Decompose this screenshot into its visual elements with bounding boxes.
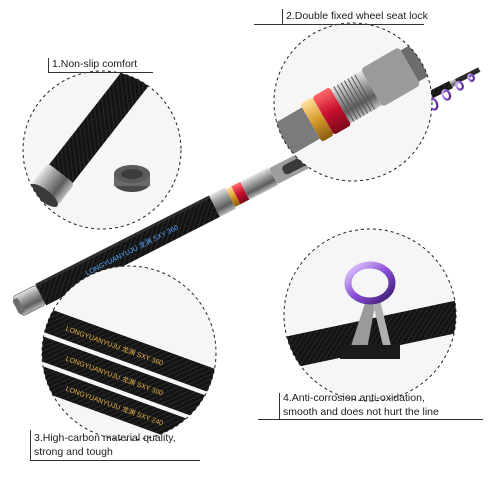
callout-carbon-line1: 3.High-carbon material quality,	[34, 432, 176, 444]
callout-non-slip: 1.Non-slip comfort	[52, 58, 138, 70]
callout-1-marker	[48, 58, 49, 73]
callout-4-line	[258, 419, 483, 420]
callout-1-line	[48, 72, 153, 73]
detail-line-guide	[283, 228, 457, 402]
callout-2-line	[254, 24, 424, 25]
callout-carbon-line2: strong and tough	[34, 446, 113, 458]
callout-4-marker	[279, 393, 280, 420]
callout-anti-corrosion-line2: smooth and does not hurt the line	[283, 406, 439, 418]
callout-wheel-seat: 2.Double fixed wheel seat lock	[286, 10, 428, 22]
callout-anti-corrosion-line1: 4.Anti-corrosion anti-oxidation,	[283, 392, 425, 404]
callout-2-marker	[282, 9, 283, 25]
detail-wheel-seat	[273, 22, 433, 182]
callout-3-marker	[30, 430, 31, 461]
callout-3-line	[30, 460, 200, 461]
